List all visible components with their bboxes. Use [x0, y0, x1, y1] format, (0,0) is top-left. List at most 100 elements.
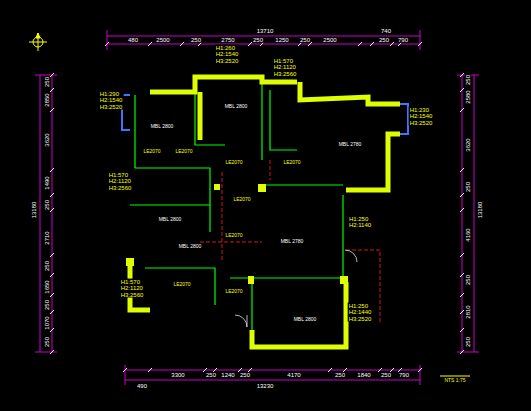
dim: 250 — [44, 260, 50, 272]
dimension-tick — [370, 42, 374, 46]
dim: 250 — [334, 372, 346, 378]
dimension-tick — [50, 108, 54, 112]
dimension-tick — [358, 42, 362, 46]
dimension-tick — [460, 310, 464, 314]
dim-total: 13710 — [256, 28, 275, 34]
dim: 3620 — [465, 137, 471, 152]
dim: 250 — [465, 74, 471, 86]
dim: 250 — [252, 37, 264, 43]
dim: 2750 — [220, 37, 235, 43]
dim: 4160 — [465, 227, 471, 242]
code-tag: LE2070 — [172, 282, 191, 287]
dimension-tick — [50, 208, 54, 212]
dim: 250 — [299, 37, 311, 43]
room-tag: MBL 2780 — [338, 142, 363, 147]
dimension-tick — [460, 193, 464, 197]
dimension-lines — [35, 30, 479, 385]
dim: 250 — [465, 274, 471, 286]
dimension-tick — [50, 350, 54, 354]
code-tag: LE2070 — [224, 160, 243, 165]
dim: 250 — [239, 372, 251, 378]
dim-total: 13230 — [256, 383, 275, 389]
dim: 3300 — [170, 372, 185, 378]
dimension-tick — [460, 293, 464, 297]
dim: 1250 — [274, 37, 289, 43]
dimension-tick — [460, 88, 464, 92]
height-note: H1:230 H2:1540 H3:2520 — [409, 107, 434, 126]
wall-columns — [126, 184, 348, 284]
dim-total: 13180 — [31, 201, 37, 220]
dimension-tick — [460, 168, 464, 172]
dim: 1490 — [44, 175, 50, 190]
room-tag: MBL 2800 — [293, 317, 318, 322]
dimension-tick — [460, 73, 464, 77]
dimension-tick — [50, 168, 54, 172]
dim: 480 — [127, 37, 139, 43]
height-note: H1:570 H2:1120 H3:2560 — [120, 279, 145, 298]
dim: 2580 — [465, 89, 471, 104]
dim: 250 — [44, 299, 50, 311]
dimension-tick — [50, 88, 54, 92]
dimension-tick — [460, 273, 464, 277]
room-tag: MBL 2800 — [158, 217, 183, 222]
dim: 250 — [205, 372, 217, 378]
beam-lines — [200, 160, 380, 322]
dim: 790 — [397, 37, 409, 43]
dimension-tick — [50, 273, 54, 277]
room-tag: MBL 2780 — [280, 239, 305, 244]
scale-label: NTS 1:75 — [443, 378, 466, 383]
windows — [122, 95, 408, 134]
scale-bar — [440, 376, 470, 377]
dim: 790 — [398, 372, 410, 378]
dim: 4170 — [286, 372, 301, 378]
dim: 1070 — [44, 315, 50, 330]
dimension-tick — [123, 368, 127, 372]
dim-total: 13180 — [477, 201, 483, 220]
dimension-tick — [460, 253, 464, 257]
code-tag: LE2070 — [142, 149, 161, 154]
dim: 250 — [465, 336, 471, 348]
code-tag: LE2070 — [282, 160, 301, 165]
dimension-tick — [390, 42, 394, 46]
dimension-tick — [328, 368, 332, 372]
dim: 250 — [465, 181, 471, 193]
dimension-tick — [50, 193, 54, 197]
interior-walls — [130, 82, 345, 345]
code-tag: LE2070 — [174, 149, 193, 154]
code-tag: LE2070 — [232, 197, 251, 202]
dim: 2810 — [465, 304, 471, 319]
dim: 250 — [378, 37, 390, 43]
dimension-tick — [50, 310, 54, 314]
dimension-tick — [50, 73, 54, 77]
height-note: H1:250 H2:1440 H3:2520 — [348, 303, 373, 322]
dim: 1840 — [356, 372, 371, 378]
dimension-tick — [418, 368, 422, 372]
room-tag: MBL 2800 — [150, 124, 175, 129]
dim: 250 — [44, 336, 50, 348]
dimension-tick — [180, 42, 184, 46]
dimension-tick — [50, 253, 54, 257]
room-tag: MBL 2800 — [224, 104, 249, 109]
dim: 3620 — [44, 132, 50, 147]
dim: 250 — [44, 76, 50, 88]
dim: 2710 — [44, 230, 50, 245]
dimension-tick — [50, 293, 54, 297]
exterior-walls — [130, 77, 400, 347]
dim: 740 — [380, 28, 392, 34]
dimension-tick — [460, 350, 464, 354]
dimension-tick — [460, 208, 464, 212]
dimension-tick — [50, 328, 54, 332]
code-tag: LE2070 — [224, 233, 243, 238]
doors — [235, 250, 357, 327]
height-note: H1:570 H2:1120 H3:2560 — [273, 58, 298, 77]
dim: 2500 — [155, 37, 170, 43]
height-note: H1:250 H2:1140 — [348, 216, 372, 229]
dimension-tick — [418, 42, 422, 46]
dimension-tick — [460, 328, 464, 332]
dimension-tick — [460, 108, 464, 112]
dim: 250 — [44, 199, 50, 211]
dimension-ticks — [50, 42, 464, 372]
room-tag: MBL 2800 — [178, 244, 203, 249]
code-tag: LE2070 — [224, 289, 243, 294]
